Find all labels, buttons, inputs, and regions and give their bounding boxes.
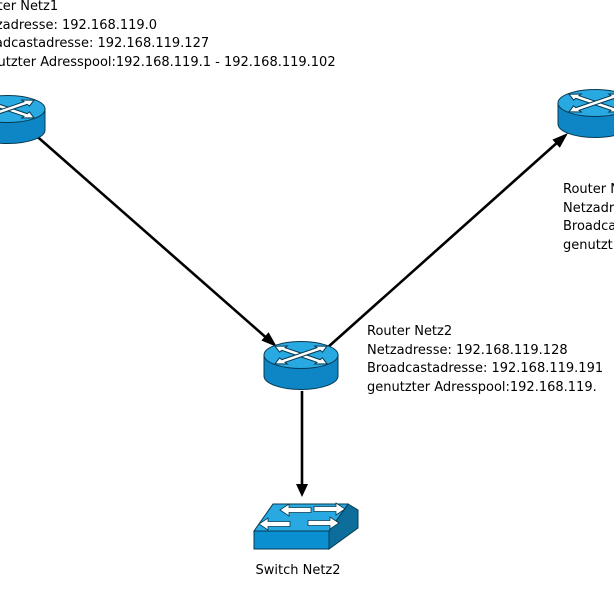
node-label-line: Broadcastadresse: 192.168.119.127	[0, 36, 210, 52]
node-label-line: Netzadr	[563, 200, 614, 216]
router-icon-right[interactable]	[557, 89, 614, 138]
switch-arrow-right-glyph	[313, 502, 346, 516]
edge-netz2-to-right-router[interactable]	[326, 133, 568, 349]
edge-netz2-to-switch[interactable]	[296, 391, 308, 497]
switch-arrows-icon	[258, 502, 346, 531]
arrowhead-icon	[552, 133, 568, 148]
node-label-line: Netzadresse: 192.168.119.0	[0, 17, 158, 33]
node-label-line: Broadca	[563, 219, 614, 235]
switch-arrow-left-glyph	[258, 517, 291, 531]
switch-icon-netz2[interactable]	[253, 502, 359, 550]
node-label-line: Router Netz1	[0, 0, 59, 14]
node-label-line: Router N	[563, 182, 614, 197]
arrowhead-icon	[261, 332, 277, 347]
switch-label: Switch Netz2	[255, 563, 341, 578]
arrowhead-icon	[296, 484, 308, 497]
node-label-line: genutzt	[563, 237, 613, 253]
router-icon-netz2[interactable]	[263, 341, 339, 390]
node-label-line: Broadcastadresse: 192.168.119.191	[367, 361, 604, 377]
switch-arrow-left-glyph	[279, 503, 312, 517]
node-label-line: Netzadresse: 192.168.119.128	[367, 342, 568, 358]
node-label-line: genutzter Adresspool:192.168.119.1 - 192…	[0, 54, 336, 70]
node-label-line: genutzter Adresspool:192.168.119.	[367, 379, 597, 395]
label-block-router-right: Router N Netzadr Broadca genutzt	[563, 181, 614, 255]
edge-line	[326, 140, 560, 349]
edge-line	[31, 131, 271, 342]
label-block-router-netz1: Router Netz1 Netzadresse: 192.168.119.0 …	[0, 0, 336, 72]
label-block-router-netz2: Router Netz2 Netzadresse: 192.168.119.12…	[367, 323, 603, 397]
edge-netz1-to-netz2[interactable]	[31, 131, 277, 347]
router-icon-netz1[interactable]	[0, 95, 46, 144]
switch-front-face	[253, 530, 330, 550]
switch-arrow-right-glyph	[307, 516, 340, 530]
node-label-line: Router Netz2	[367, 324, 453, 339]
